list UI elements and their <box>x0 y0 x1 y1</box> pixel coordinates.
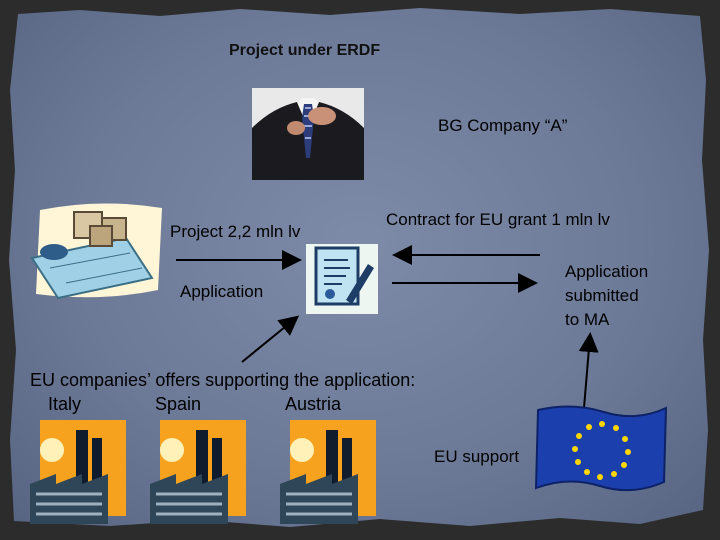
country-italy: Italy <box>48 394 82 414</box>
eu-support-label: EU support <box>434 447 520 466</box>
factory-icon-italy <box>30 420 126 524</box>
businessman-tie-icon <box>252 88 364 180</box>
submitted-label: Application submitted to MA <box>565 260 675 332</box>
submitted-line-1: Application <box>565 262 649 281</box>
eu-flag-icon <box>534 405 668 492</box>
arrow-eu-up <box>578 332 599 409</box>
factory-icon-spain <box>150 420 246 524</box>
application-label: Application <box>180 282 264 301</box>
project-label: Project 2,2 mln lv <box>170 222 301 241</box>
arrow-offers-up <box>241 315 300 363</box>
offers-heading: EU companies’ offers supporting the appl… <box>30 370 416 390</box>
country-austria: Austria <box>285 394 342 414</box>
country-spain: Spain <box>155 394 202 414</box>
submitted-line-3: to MA <box>565 310 610 329</box>
construction-plans-icon <box>30 203 162 300</box>
submitted-line-2: submitted <box>565 286 639 305</box>
document-certificate-icon <box>306 244 378 314</box>
company-label: BG Company “A” <box>438 116 568 135</box>
page-title: Project under ERDF <box>229 42 381 59</box>
contract-label: Contract for EU grant 1 mln lv <box>386 210 610 229</box>
factory-icon-austria <box>280 420 376 524</box>
